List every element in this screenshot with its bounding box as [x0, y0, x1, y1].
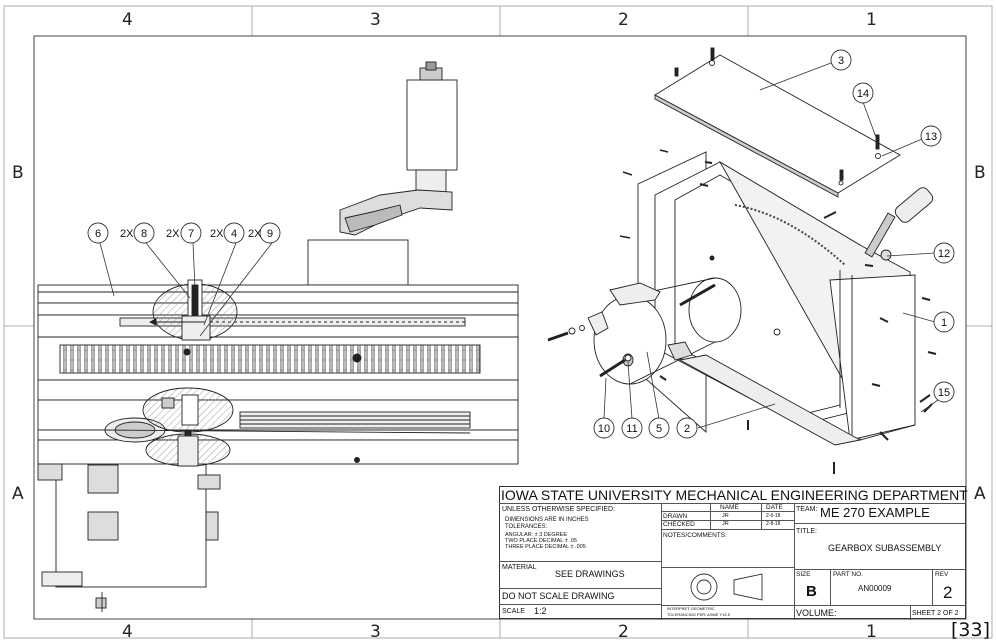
checked-name: JR: [722, 521, 729, 527]
rev-value: 2: [943, 583, 953, 602]
part-value: AN00009: [858, 584, 892, 593]
team-label: TEAM:: [796, 506, 818, 513]
page-reference: [33]: [950, 619, 990, 641]
size-value: B: [806, 583, 817, 600]
balloon-8: 8: [141, 228, 147, 240]
name-header: NAME: [720, 504, 739, 511]
date-header: DATE: [766, 504, 783, 511]
three-place-tol: THREE PLACE DECIMAL ± .005: [505, 544, 586, 550]
drawn-label: DRAWN: [663, 513, 688, 520]
exploded-balloons: [593, 49, 955, 439]
angular-tol: ANGULAR: ± 3 DEGREE: [505, 532, 568, 538]
title-label: TITLE:: [796, 528, 818, 535]
drawn-date: 2-6-18: [766, 513, 781, 519]
scale-value: 1:2: [534, 606, 547, 616]
team-value: ME 270 EXAMPLE: [820, 505, 930, 520]
zone-row-b-left: B: [12, 163, 24, 183]
balloon-4: 4: [231, 228, 237, 240]
title-block: IOWA STATE UNIVERSITY MECHANICAL ENGINEE…: [499, 486, 968, 620]
zone-row-b-right: B: [974, 163, 986, 183]
front-view: [37, 61, 519, 612]
interpret-line-1: INTERPRET GEOMETRIC: [667, 606, 715, 611]
title-value: GEARBOX SUBASSEMBLY: [828, 543, 942, 553]
zone-col-2-bottom: 2: [618, 622, 629, 642]
zone-row-a-right: A: [974, 484, 986, 504]
projection-symbol-icon: [690, 573, 763, 601]
notes-label: NOTES/COMMENTS:: [663, 532, 727, 539]
balloon-10: 10: [598, 423, 610, 435]
balloon-7: 7: [188, 228, 194, 240]
balloon-12: 12: [938, 248, 950, 260]
rev-label: REV: [935, 571, 949, 578]
balloon-13: 13: [925, 131, 937, 143]
unless-specified: UNLESS OTHERWISE SPECIFIED:: [502, 506, 616, 513]
zone-col-2-top: 2: [618, 10, 629, 30]
zone-col-4-bottom: 4: [122, 622, 133, 642]
zone-col-3-bottom: 3: [370, 622, 381, 642]
balloon-11: 11: [626, 423, 637, 435]
volume-label: VOLUME:: [796, 608, 837, 618]
do-not-scale: DO NOT SCALE DRAWING: [502, 591, 615, 601]
zone-row-a-left: A: [12, 484, 24, 504]
balloon-9: 9: [267, 228, 273, 240]
drawn-name: JR: [722, 513, 729, 519]
scale-label: SCALE: [502, 608, 525, 615]
zone-col-4-top: 4: [122, 10, 133, 30]
balloon-14: 14: [857, 88, 869, 100]
front-leaders: [99, 242, 273, 337]
dimensions-note: DIMENSIONS ARE IN INCHES: [505, 517, 589, 523]
drawing-frame: [33, 35, 967, 620]
university-title: IOWA STATE UNIVERSITY MECHANICAL ENGINEE…: [501, 487, 968, 503]
qty-8: 2X: [120, 228, 134, 240]
material-label: MATERIAL: [502, 564, 537, 571]
balloon-1: 1: [941, 317, 947, 329]
balloon-6: 6: [95, 228, 101, 240]
material-value: SEE DRAWINGS: [555, 569, 625, 579]
qty-9: 2X: [248, 228, 262, 240]
checked-date: 2-8-18: [766, 521, 781, 527]
part-label: PART NO.: [833, 571, 863, 578]
sheet-border: [3, 5, 993, 639]
two-place-tol: TWO PLACE DECIMAL ± .05: [505, 538, 577, 544]
balloon-3: 3: [838, 55, 844, 67]
interpret-line-2: TOLERANCING PER: ASME Y14.5: [667, 612, 730, 617]
sheet-number: SHEET 2 OF 2: [912, 610, 959, 617]
zone-col-1-bottom: 1: [866, 622, 877, 642]
tolerances-label: TOLERANCES:: [505, 524, 548, 530]
zone-col-3-top: 3: [370, 10, 381, 30]
zone-col-1-top: 1: [866, 10, 877, 30]
size-label: SIZE: [796, 571, 811, 578]
checked-label: CHECKED: [663, 521, 695, 528]
exploded-leaders: [603, 62, 939, 429]
qty-4: 2X: [210, 228, 224, 240]
front-balloons: [87, 222, 281, 244]
balloon-2: 2: [684, 423, 690, 435]
balloon-15: 15: [938, 387, 950, 399]
balloon-5: 5: [656, 423, 662, 435]
qty-7: 2X: [166, 228, 180, 240]
exploded-view: [547, 47, 937, 474]
